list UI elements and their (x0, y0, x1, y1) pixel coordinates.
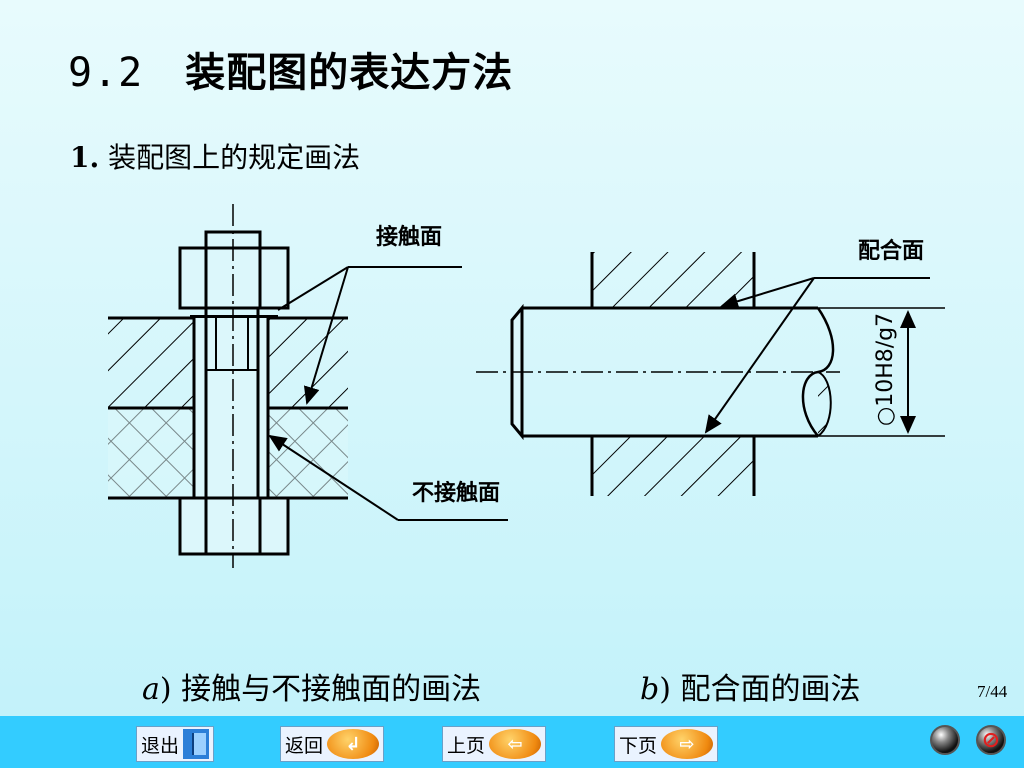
label-noncontact-surface: 不接触面 (412, 480, 500, 506)
subtitle-number: 1. (70, 141, 100, 174)
record-button-icon[interactable] (930, 725, 960, 755)
back-label: 返回 (285, 734, 324, 757)
door-exit-icon (183, 729, 210, 759)
caption-b: b) 配合面的画法 (640, 664, 860, 708)
close-icon[interactable]: ⊘ (976, 725, 1006, 755)
figure-a-bolt (108, 204, 508, 568)
prev-label: 上页 (447, 734, 486, 757)
title-number: 9.2 (68, 50, 144, 96)
dimension-tolerance: ○10H8/g7 (873, 313, 898, 426)
caption-b-text: ) 配合面的画法 (659, 672, 861, 707)
exit-label: 退出 (141, 734, 180, 757)
next-page-button[interactable]: 下页 ⇨ (614, 726, 719, 762)
right-arrow-icon: ⇨ (661, 729, 714, 759)
subtitle-text: 装配图上的规定画法 (108, 141, 361, 174)
back-button[interactable]: 返回 ↲ (280, 726, 385, 762)
figure-b-shaft (476, 252, 945, 496)
label-fit-surface: 配合面 (858, 238, 924, 264)
caption-a-letter: a (142, 672, 160, 707)
exit-button[interactable]: 退出 (136, 726, 215, 762)
caption-a-text: ) 接触与不接触面的画法 (159, 672, 482, 707)
title-text: 装配图的表达方法 (185, 50, 514, 96)
label-contact-surface: 接触面 (376, 224, 442, 250)
next-label: 下页 (619, 734, 658, 757)
technical-drawing: 接触面 不接触面 配合面 ○10H8/g7 (108, 204, 945, 568)
prev-page-button[interactable]: 上页 ⇦ (442, 726, 547, 762)
caption-a: a) 接触与不接触面的画法 (142, 664, 481, 708)
caption-b-letter: b (640, 672, 660, 707)
return-arrow-icon: ↲ (327, 729, 380, 759)
page-indicator: 7/44 (977, 682, 1008, 701)
slide-subtitle: 1. 装配图上的规定画法 (70, 136, 360, 176)
navigation-bar: 退出 返回 ↲ 上页 ⇦ 下页 ⇨ ⊘ (0, 716, 1024, 768)
slide-title: 9.2 装配图的表达方法 (68, 40, 513, 98)
left-arrow-icon: ⇦ (489, 729, 542, 759)
